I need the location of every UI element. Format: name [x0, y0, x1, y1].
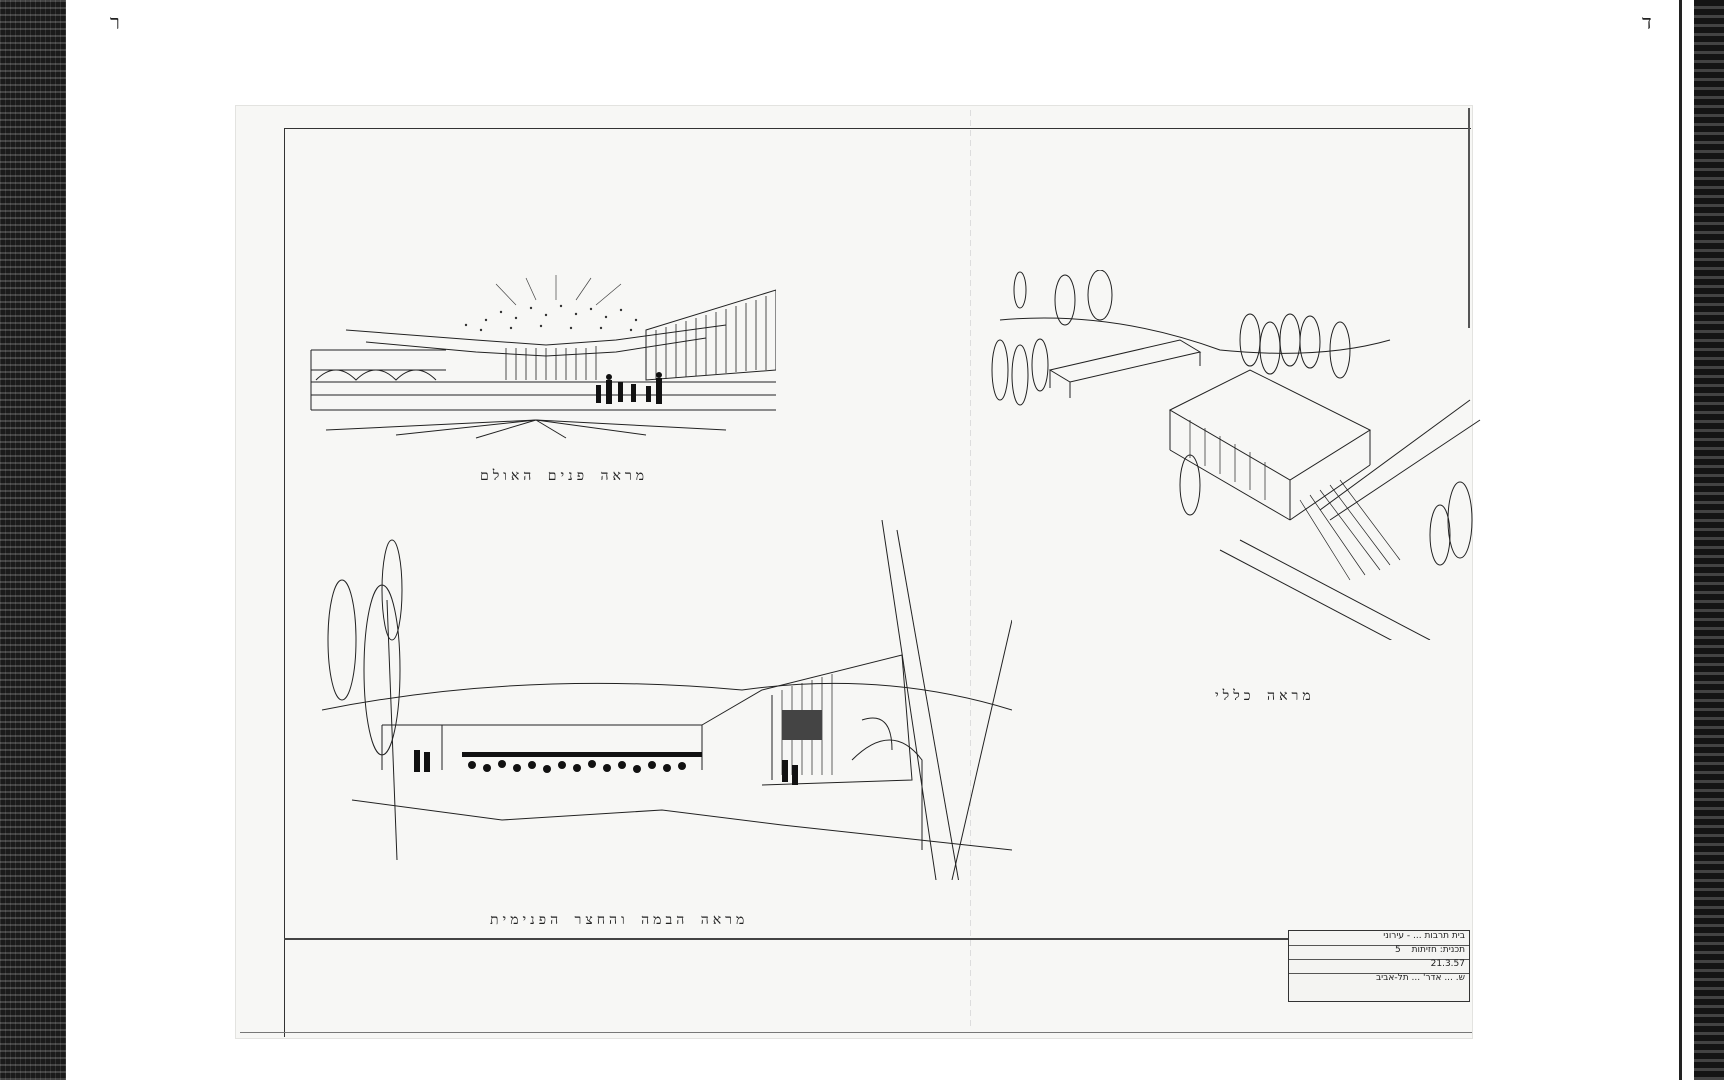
interior-hall-sketch: [310, 275, 776, 439]
general-view-sketch: [991, 270, 1481, 640]
caption-general: מראה כללי: [1215, 688, 1315, 704]
frame-right-edge: [1468, 108, 1470, 328]
scan-border-right: [1694, 0, 1724, 1080]
frame-bottom-edge: [240, 1032, 1472, 1033]
fold-line: [970, 110, 971, 1030]
scan-border-left: [0, 0, 66, 1080]
scan-border-line: [1679, 0, 1682, 1080]
page-mark-right: ד: [1642, 10, 1652, 34]
caption-stage: מראה הבמה והחצר הפנימית: [490, 912, 749, 928]
title-block: בית תרבות ... - עירוני תכנית: חזיתות 5 2…: [1288, 930, 1470, 1002]
stage-courtyard-sketch: [322, 520, 1012, 880]
title-block-row-project: בית תרבות ... - עירוני: [1289, 931, 1469, 946]
caption-interior: מראה פנים האולם: [480, 468, 649, 484]
page-mark-left: ר: [110, 10, 120, 34]
title-block-row-architect: ש. ... אדר' ... תל-אביב: [1375, 973, 1465, 983]
title-block-row-plan: תכנית: חזיתות 5: [1289, 945, 1469, 960]
title-block-row-date: 21.3.57: [1289, 959, 1469, 974]
drawing-sheet: [236, 106, 1472, 1038]
drawing-frame: [284, 128, 1471, 1037]
frame-bottom-line: [284, 938, 1470, 940]
